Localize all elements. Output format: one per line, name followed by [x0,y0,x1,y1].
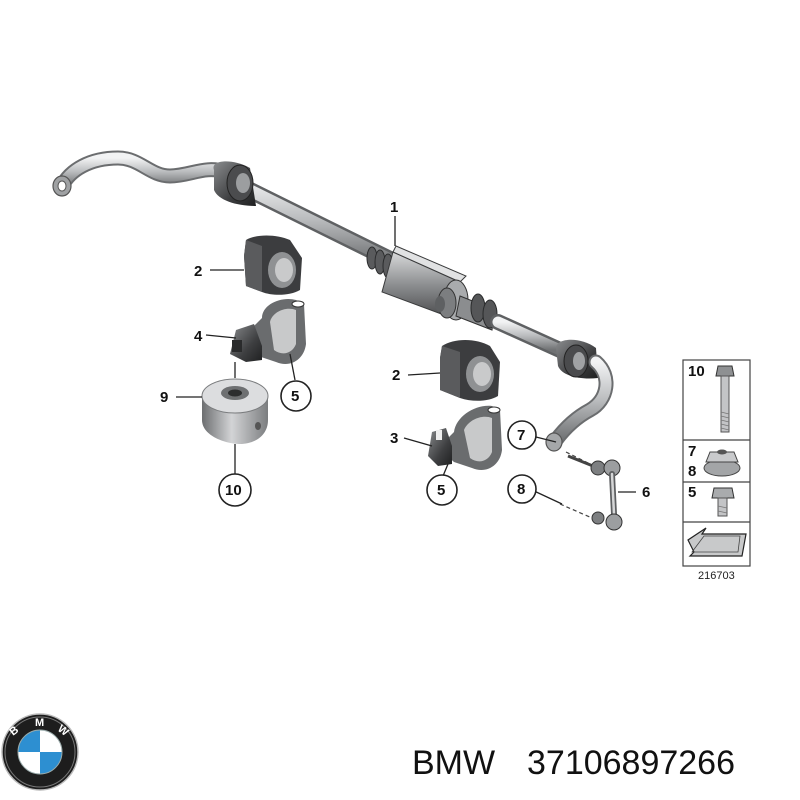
callout-2-left: 2 [194,263,202,280]
callout-8: 8 [517,481,525,498]
rubber-bushing-right [440,340,500,401]
bracket-right [428,405,502,470]
callout-8-ring [507,474,537,504]
callout-5-left: 5 [291,388,299,405]
callout-9: 9 [160,389,168,406]
legend-label-8: 8 [688,463,696,480]
callout-2-right: 2 [392,367,400,384]
fastener-legend: 10 7 8 5 [682,359,751,567]
direction-arrow-icon [687,527,747,557]
part-number: 37106897266 [527,744,735,782]
short-bolt-icon [711,487,735,517]
callout-5-left-ring [280,380,312,412]
callouts: 1 2 4 5 9 10 2 3 5 7 8 6 [160,199,650,507]
stabilizer-bar [52,150,614,452]
callout-1: 1 [390,199,398,216]
bmw-logo: B M W [1,713,79,791]
rubber-bushing-left [244,235,302,295]
callout-7: 7 [517,427,525,444]
link-rod [559,451,623,531]
legend-label-10: 10 [688,363,705,380]
callout-4: 4 [194,328,203,345]
figure-number: 216703 [698,570,735,582]
callout-10: 10 [225,482,242,499]
mounting-puck [201,378,269,444]
callout-5-right-ring [426,474,458,506]
long-bolt-icon [715,365,735,433]
logo-letter-m: M [35,717,44,729]
brand-text: BMW [412,744,495,782]
callout-10-ring [218,473,252,507]
leader-lines [176,216,636,505]
callout-7-ring [507,420,537,450]
legend-label-7: 7 [688,443,696,460]
legend-label-5: 5 [688,484,696,501]
callout-6: 6 [642,484,650,501]
callout-3: 3 [390,430,398,447]
bracket-left [230,298,306,364]
callout-5-right: 5 [437,482,445,499]
flange-nut-icon [703,449,741,477]
